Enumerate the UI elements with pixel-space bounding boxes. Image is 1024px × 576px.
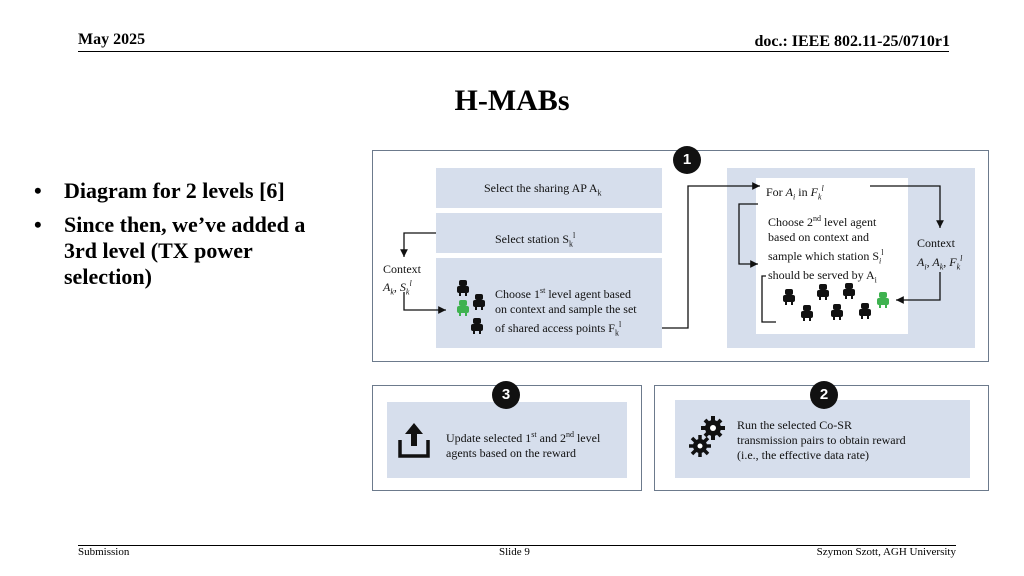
agent-robot-icon xyxy=(472,294,486,310)
step1-station-panel xyxy=(436,213,662,253)
gears-icon xyxy=(689,416,725,457)
agent-robot-icon xyxy=(876,292,890,308)
agent-robot-icon xyxy=(858,303,872,319)
agent-robot-icon xyxy=(782,289,796,305)
select-ap-text: Select the sharing AP Ak xyxy=(484,181,602,198)
loop-bracket xyxy=(738,203,758,268)
context-arrow xyxy=(400,232,436,257)
agent-robot-icon xyxy=(830,304,844,320)
loop-bracket-lower xyxy=(761,275,776,323)
footer-submission: Submission xyxy=(78,546,130,558)
step3-text: Update selected 1st and 2nd level agents… xyxy=(446,430,601,460)
agent-robot-icon xyxy=(456,280,470,296)
step3-badge: 3 xyxy=(492,381,520,409)
upload-icon xyxy=(398,423,430,458)
footer-divider xyxy=(78,545,956,546)
header-doc-id: doc.: IEEE 802.11-25/0710r1 xyxy=(754,33,950,50)
slide-title: H-MABs xyxy=(454,84,570,117)
step1-left-panel xyxy=(436,168,662,208)
step1-right-inner-panel xyxy=(756,178,908,334)
for-to-context-arrow xyxy=(870,185,944,228)
for-ai-text: For Ai in Fkl xyxy=(766,184,824,202)
agent-robot-icon xyxy=(816,284,830,300)
choose-second-text: Choose 2nd level agent based on context … xyxy=(768,214,884,285)
footer-slide-number: Slide 9 xyxy=(499,546,530,558)
agent-robot-icon xyxy=(800,305,814,321)
header-divider xyxy=(78,51,949,52)
level1-to-level2-arrow xyxy=(662,182,760,329)
step2-panel xyxy=(675,400,970,478)
header-date: May 2025 xyxy=(78,31,146,48)
context-to-agent2-arrow xyxy=(896,272,941,304)
context-to-agent-arrow xyxy=(403,292,446,314)
bullet-list: Diagram for 2 levels [6] Since then, we’… xyxy=(34,178,334,298)
select-station-text: Select station Skl xyxy=(495,231,576,249)
step1-badge: 1 xyxy=(673,146,701,174)
agent-robot-icon xyxy=(456,300,470,316)
choose-first-text: Choose 1st level agent based on context … xyxy=(495,286,637,338)
context-vars: Ak, Skl xyxy=(383,279,412,297)
step2-badge: 2 xyxy=(810,381,838,409)
bullet-item: Diagram for 2 levels [6] xyxy=(34,178,334,204)
footer-author: Szymon Szott, AGH University xyxy=(816,546,956,558)
agent-robot-icon xyxy=(470,318,484,334)
context2-vars: Ai, Ak, Fkl xyxy=(917,254,963,272)
context-label: Context xyxy=(383,262,421,276)
agent-robot-icon xyxy=(842,283,856,299)
bullet-item: Since then, we’ve added a 3rd level (TX … xyxy=(34,212,334,290)
context2-label: Context xyxy=(917,236,955,250)
step2-text: Run the selected Co-SR transmission pair… xyxy=(737,418,906,462)
